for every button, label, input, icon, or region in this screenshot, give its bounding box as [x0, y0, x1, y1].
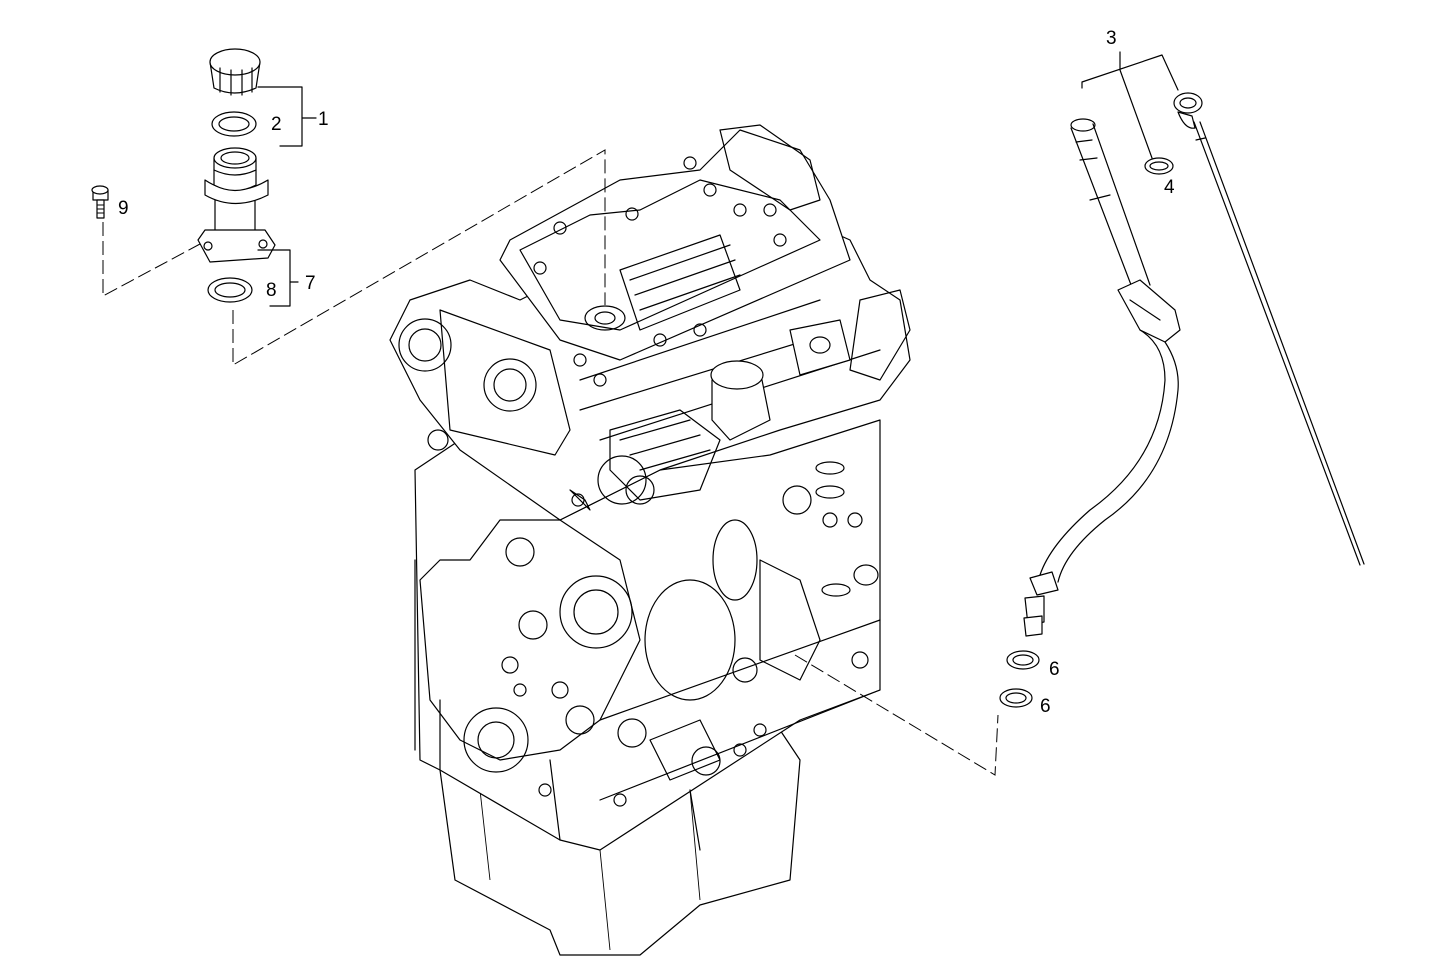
tube-seal-ring-upper [1006, 650, 1040, 670]
callout-2: 2 [271, 114, 282, 135]
valve-cover [499, 129, 851, 361]
dipstick [1173, 92, 1365, 566]
filler-cap [209, 48, 261, 96]
dashed-line-bolt [102, 222, 201, 297]
engine-block-lower [414, 419, 881, 851]
tube-seal-ring-lower [999, 688, 1033, 708]
callout-6-upper: 6 [1049, 659, 1060, 680]
bracket-3 [1081, 51, 1179, 159]
callout-1: 1 [318, 109, 329, 130]
callout-3: 3 [1106, 28, 1117, 49]
callout-7: 7 [305, 273, 316, 294]
bolt [91, 185, 109, 219]
engine-block [389, 124, 911, 956]
neck-seal-ring [207, 277, 253, 303]
dashed-line-neck [232, 149, 606, 366]
filler-neck [197, 147, 276, 263]
callout-6-lower: 6 [1040, 696, 1051, 717]
bracket-1 [257, 86, 317, 147]
bracket-7 [257, 249, 299, 307]
dipstick-seal-ring [1144, 157, 1174, 175]
callout-8: 8 [266, 280, 277, 301]
dipstick-guide-tube [1023, 118, 1181, 637]
callout-4: 4 [1164, 177, 1175, 198]
callout-9: 9 [118, 198, 129, 219]
cap-seal-ring [211, 111, 257, 137]
dashed-line-tube [794, 654, 999, 776]
